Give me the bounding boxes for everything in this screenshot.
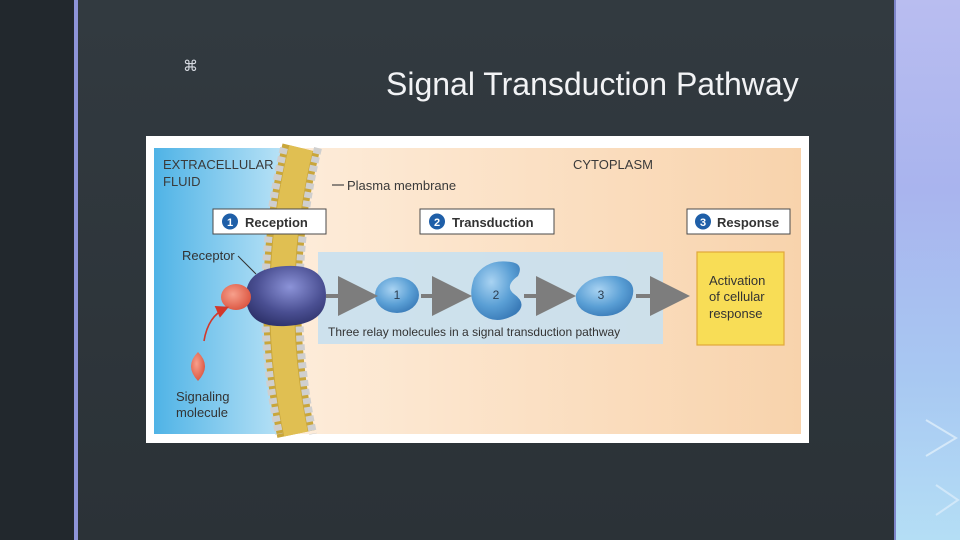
left-band <box>0 0 74 540</box>
response-line-2: of cellular <box>709 289 765 304</box>
relay-number: 1 <box>394 288 401 302</box>
relay-number: 2 <box>493 288 500 302</box>
receptor-leader <box>237 255 257 275</box>
command-icon: ⌘ <box>183 57 198 75</box>
signal-pathway-figure: EXTRACELLULAR FLUID CYTOPLASM Plasma mem… <box>146 136 809 443</box>
stage-label: Reception <box>245 215 308 230</box>
relay-number: 3 <box>598 288 605 302</box>
relay-molecule-1 <box>375 277 419 313</box>
signaling-label-line1: Signaling <box>176 389 230 404</box>
stage-badge <box>222 213 238 230</box>
receptor-label: Receptor <box>182 248 235 263</box>
relay-caption: Three relay molecules in a signal transd… <box>328 325 620 339</box>
signaling-label-line2: molecule <box>176 405 228 420</box>
binding-arrow <box>203 306 229 342</box>
stage-badge <box>695 213 711 230</box>
response-line-1: Activation <box>709 273 765 288</box>
receptor-protein <box>246 265 326 327</box>
right-accent-line <box>894 0 897 540</box>
stage-number: 1 <box>227 217 233 229</box>
decor-chevrons <box>925 419 960 516</box>
response-line-3: response <box>709 306 762 321</box>
extracellular-label-line1: EXTRACELLULAR <box>163 157 274 172</box>
stage-label: Response <box>717 215 779 230</box>
stage-label: Transduction <box>452 215 534 230</box>
plasma-membrane-label: Plasma membrane <box>347 178 456 193</box>
stage-response: 3 Response <box>686 208 791 235</box>
slide-title: Signal Transduction Pathway <box>386 66 799 102</box>
relay-molecule-3 <box>575 275 634 317</box>
stage-reception: 1 Reception <box>212 208 327 235</box>
signaling-molecule-icon <box>191 352 205 381</box>
stage-transduction: 2 Transduction <box>419 208 555 235</box>
accent-line <box>74 0 78 540</box>
stage-number: 3 <box>700 217 706 229</box>
bound-signal-molecule <box>221 284 251 310</box>
cytoplasm-label: CYTOPLASM <box>573 157 653 172</box>
pathway-diagram: EXTRACELLULAR FLUID CYTOPLASM Plasma mem… <box>154 143 801 438</box>
extracellular-label-line2: FLUID <box>163 174 201 189</box>
stage-badge <box>429 213 445 230</box>
right-decor-panel <box>896 0 960 540</box>
stage-number: 2 <box>434 217 440 229</box>
response-box <box>696 251 785 346</box>
relay-molecule-2 <box>471 261 522 320</box>
